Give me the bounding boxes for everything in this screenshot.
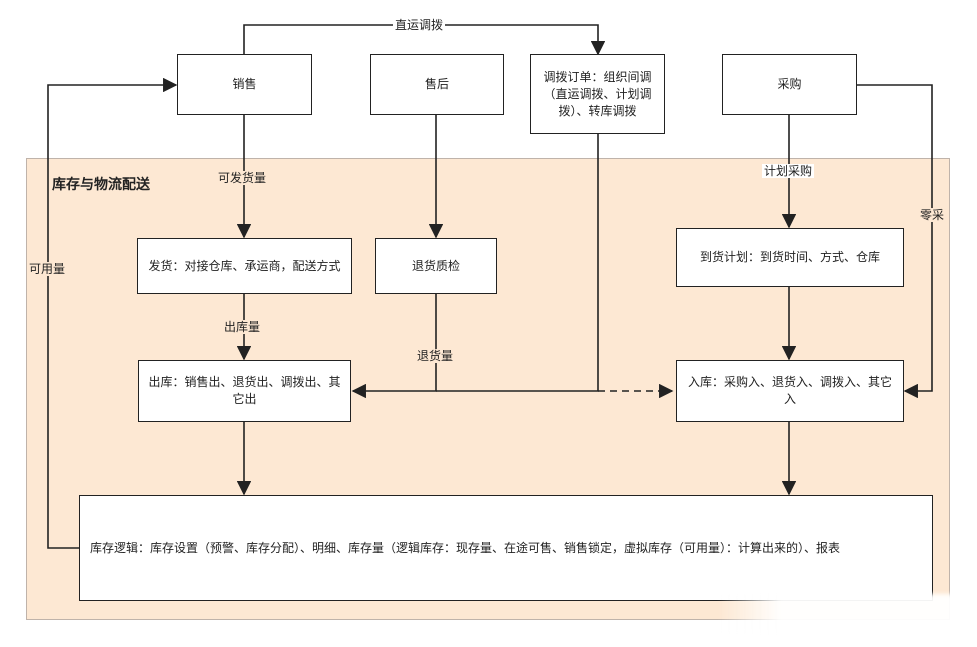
node-arrival-plan: 到货计划：到货时间、方式、仓库	[676, 228, 904, 287]
label-available-to-ship: 可发货量	[216, 171, 269, 185]
watermark-blur	[718, 594, 968, 634]
edge-available-qty	[47, 77, 178, 549]
edge-inspection-outbound	[351, 293, 437, 399]
node-purchase: 采购	[722, 54, 857, 115]
label-return-qty: 退货量	[415, 349, 456, 363]
node-shipping: 发货：对接仓库、承运商，配送方式	[137, 238, 352, 294]
label-outbound-qty: 出库量	[222, 320, 263, 334]
label-available-qty: 可用量	[27, 262, 68, 276]
label-direct-transfer: 直运调拨	[393, 18, 446, 32]
node-inventory-logic: 库存逻辑：库存设置（预警、库存分配）、明细、库存量（逻辑库存：现存量、在途可售、…	[79, 495, 933, 601]
node-transfer-order: 调拨订单：组织间调（直运调拨、计划调拨）、转库调拨	[530, 54, 665, 134]
region-title: 库存与物流配送	[52, 177, 150, 193]
node-outbound: 出库：销售出、退货出、调拨出、其它出	[138, 360, 351, 422]
label-planned-purchase: 计划采购	[762, 164, 815, 178]
node-after-sales: 售后	[370, 54, 504, 115]
node-sales: 销售	[177, 54, 312, 115]
node-inbound: 入库：采购入、退货入、调拨入、其它入	[676, 360, 904, 422]
edge-spot-purchase	[856, 84, 933, 399]
node-return-inspection: 退货质检	[375, 238, 497, 294]
label-spot-purchase: 零采	[918, 208, 947, 222]
